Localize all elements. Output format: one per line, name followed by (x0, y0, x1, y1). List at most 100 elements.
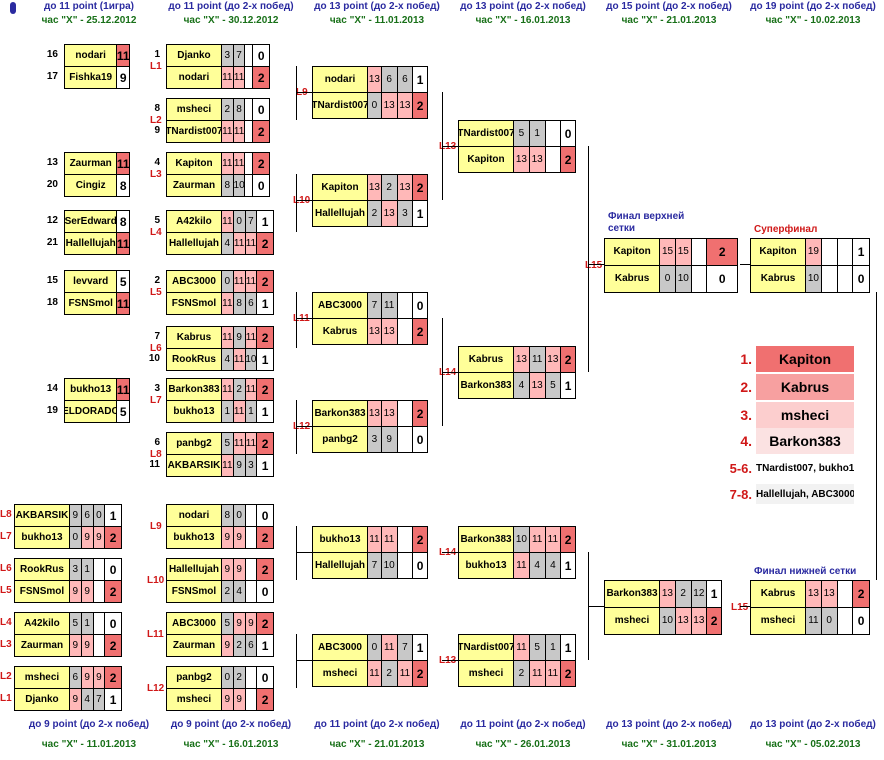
loser-label: L7 (150, 395, 162, 406)
game-score: 6 (81, 505, 94, 526)
loser-label: L5 (0, 585, 12, 596)
game-score (245, 153, 254, 174)
game-score: 9 (221, 559, 234, 580)
connector (296, 552, 312, 553)
game-score (545, 121, 562, 146)
game-score: 11 (233, 349, 246, 370)
game-score: 5 (529, 635, 546, 660)
lower-final-title: Финал нижней сетки (754, 566, 857, 577)
match-total: 2 (413, 175, 427, 200)
game-score: 13 (514, 147, 530, 172)
game-score (821, 266, 838, 292)
game-score: 9 (81, 635, 94, 656)
loser-label: L3 (150, 169, 162, 180)
match-total: 1 (416, 72, 424, 87)
game-score (93, 613, 106, 634)
game-score: 11 (368, 527, 382, 552)
game-score: 0 (368, 635, 382, 660)
loser-label: L6 (150, 343, 162, 354)
game-score: 11 (245, 233, 258, 254)
game-score (397, 527, 414, 552)
player-name: Cingiz (65, 175, 118, 196)
round-date: час "X" - 05.02.2013 (765, 739, 861, 750)
game-score (245, 527, 258, 548)
game-score: 11 (514, 553, 530, 578)
game-score: 0 (93, 505, 106, 526)
upper-final-title: Финал верхней сетки (608, 211, 685, 234)
player-name: FSNSmol (15, 581, 70, 602)
game-score: 15 (660, 239, 676, 265)
